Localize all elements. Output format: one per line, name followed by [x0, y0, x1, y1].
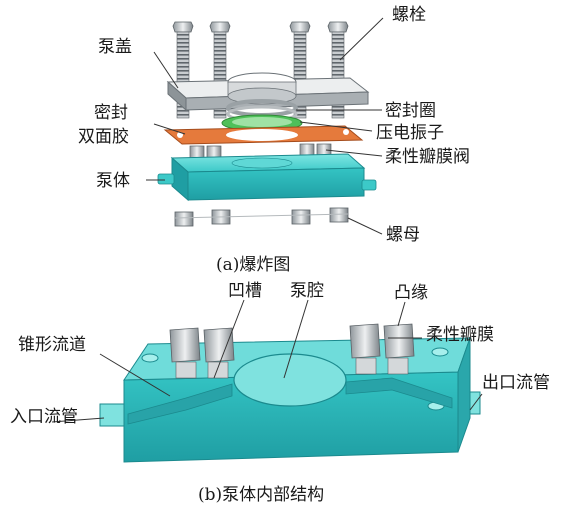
label-pump-body: 泵体 [96, 171, 130, 191]
label-piezo-vibrator: 压电振子 [376, 123, 444, 143]
internal-structure [51, 299, 483, 463]
label-seal-tape-line2: 双面胶 [78, 127, 129, 147]
label-cone-channel: 锥形流道 [18, 335, 86, 355]
flexible-membrane-right [349, 323, 415, 375]
leader-lines-a [146, 17, 384, 235]
exploded-view [146, 17, 384, 235]
pump-cover [166, 72, 370, 112]
label-outlet-pipe: 出口流管 [482, 373, 550, 393]
pump-chamber [233, 353, 347, 407]
seal-tape [163, 125, 364, 145]
flexible-membrane-left [169, 327, 235, 379]
caption-b: (b)泵体内部结构 [198, 485, 325, 505]
leader-lines-b [51, 299, 483, 423]
label-pump-chamber: 泵腔 [290, 281, 324, 301]
label-groove: 凹槽 [228, 281, 262, 301]
label-pump-cover: 泵盖 [98, 37, 132, 57]
flexible-valve-blocks [189, 143, 332, 159]
label-convex-edge: 凸缘 [394, 283, 428, 303]
cone-channel [127, 383, 233, 425]
label-flexible-membrane: 柔性瓣膜 [426, 325, 494, 345]
label-seal-ring: 密封圈 [385, 101, 436, 121]
pump-body [157, 153, 377, 202]
label-flexible-valve: 柔性瓣膜阀 [385, 147, 470, 167]
nuts [174, 207, 349, 227]
label-inlet-pipe: 入口流管 [10, 407, 78, 427]
label-seal-tape-line1: 密封 [94, 103, 128, 123]
label-bolt: 螺栓 [392, 5, 426, 25]
label-nut: 螺母 [386, 225, 420, 245]
caption-a: (a)爆炸图 [216, 255, 291, 275]
